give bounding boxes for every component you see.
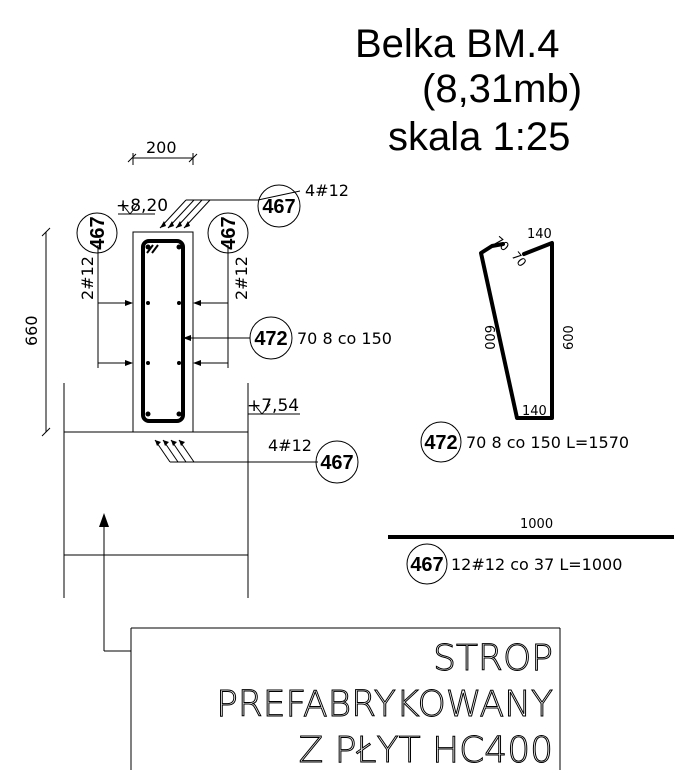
svg-text:467: 467 <box>262 196 295 218</box>
slab-note-line-2: PREFABRYKOWANY <box>216 684 553 725</box>
mark-467-bottom: 467 <box>315 440 359 484</box>
stirrup-detail-spec: 70 8 co 150 L=1570 <box>466 433 629 452</box>
title-line-2: (8,31mb) <box>422 67 582 111</box>
side-bars-left: 2#12 <box>78 245 133 368</box>
mark-472-detail: 472 70 8 co 150 L=1570 <box>420 421 629 463</box>
slab-note: STROP PREFABRYKOWANY Z PŁYT HC400 <box>99 513 561 770</box>
slab-note-line-3: Z PŁYT HC400 <box>299 730 553 770</box>
stirrup-detail: 140 140 600 600 70 70 <box>479 227 577 420</box>
stirrup-dim-top: 140 <box>527 227 552 242</box>
mark-467-top-left: 467 <box>76 212 118 254</box>
svg-text:472: 472 <box>254 328 287 350</box>
support-walls <box>63 383 249 598</box>
mark-467-top: 467 <box>257 184 301 228</box>
stirrup-spec-label: 70 8 co 150 <box>297 329 392 348</box>
level-bottom-label: +7,54 <box>247 396 299 416</box>
svg-text:467: 467 <box>410 554 443 576</box>
height-dimension: 660 <box>22 227 51 437</box>
stirrup-leader: 70 8 co 150 <box>183 329 392 348</box>
level-bottom: +7,54 <box>247 396 300 416</box>
slab-note-line-1: STROP <box>433 638 553 679</box>
side-bars-left-label: 2#12 <box>78 256 97 300</box>
level-top: +8,20 <box>116 196 168 216</box>
stirrup-dim-right: 600 <box>562 325 577 350</box>
bar-length-dim: 1000 <box>520 517 553 532</box>
stirrup-dim-hook-1: 70 <box>491 234 512 255</box>
width-dim-label: 200 <box>146 138 177 157</box>
svg-text:467: 467 <box>87 216 109 249</box>
svg-text:467: 467 <box>218 216 240 249</box>
level-top-label: +8,20 <box>116 196 168 216</box>
bar-spec: 12#12 co 37 L=1000 <box>451 555 622 574</box>
width-dimension: 200 <box>127 138 198 165</box>
top-bars-label: 4#12 <box>305 181 349 200</box>
svg-text:467: 467 <box>320 452 353 474</box>
mark-472-section: 472 <box>249 316 293 360</box>
height-dim-label: 660 <box>22 315 41 346</box>
stirrup-dim-left: 600 <box>481 325 496 350</box>
mark-467-top-right: 467 <box>207 212 249 254</box>
title-line-3: skala 1:25 <box>388 115 570 159</box>
top-bars-leader: 4#12 <box>159 181 349 229</box>
side-bars-right-label: 2#12 <box>232 256 251 300</box>
svg-text:472: 472 <box>424 432 457 454</box>
title-line-1: Belka BM.4 <box>355 22 560 66</box>
side-bars-right: 2#12 <box>193 245 251 368</box>
bottom-bars-leader: 4#12 <box>154 436 318 463</box>
bar-detail: 1000 467 12#12 co 37 L=1000 <box>388 517 674 585</box>
bottom-bars-label: 4#12 <box>268 436 312 455</box>
stirrup-dim-bottom: 140 <box>522 404 547 419</box>
beam-section <box>132 231 194 433</box>
